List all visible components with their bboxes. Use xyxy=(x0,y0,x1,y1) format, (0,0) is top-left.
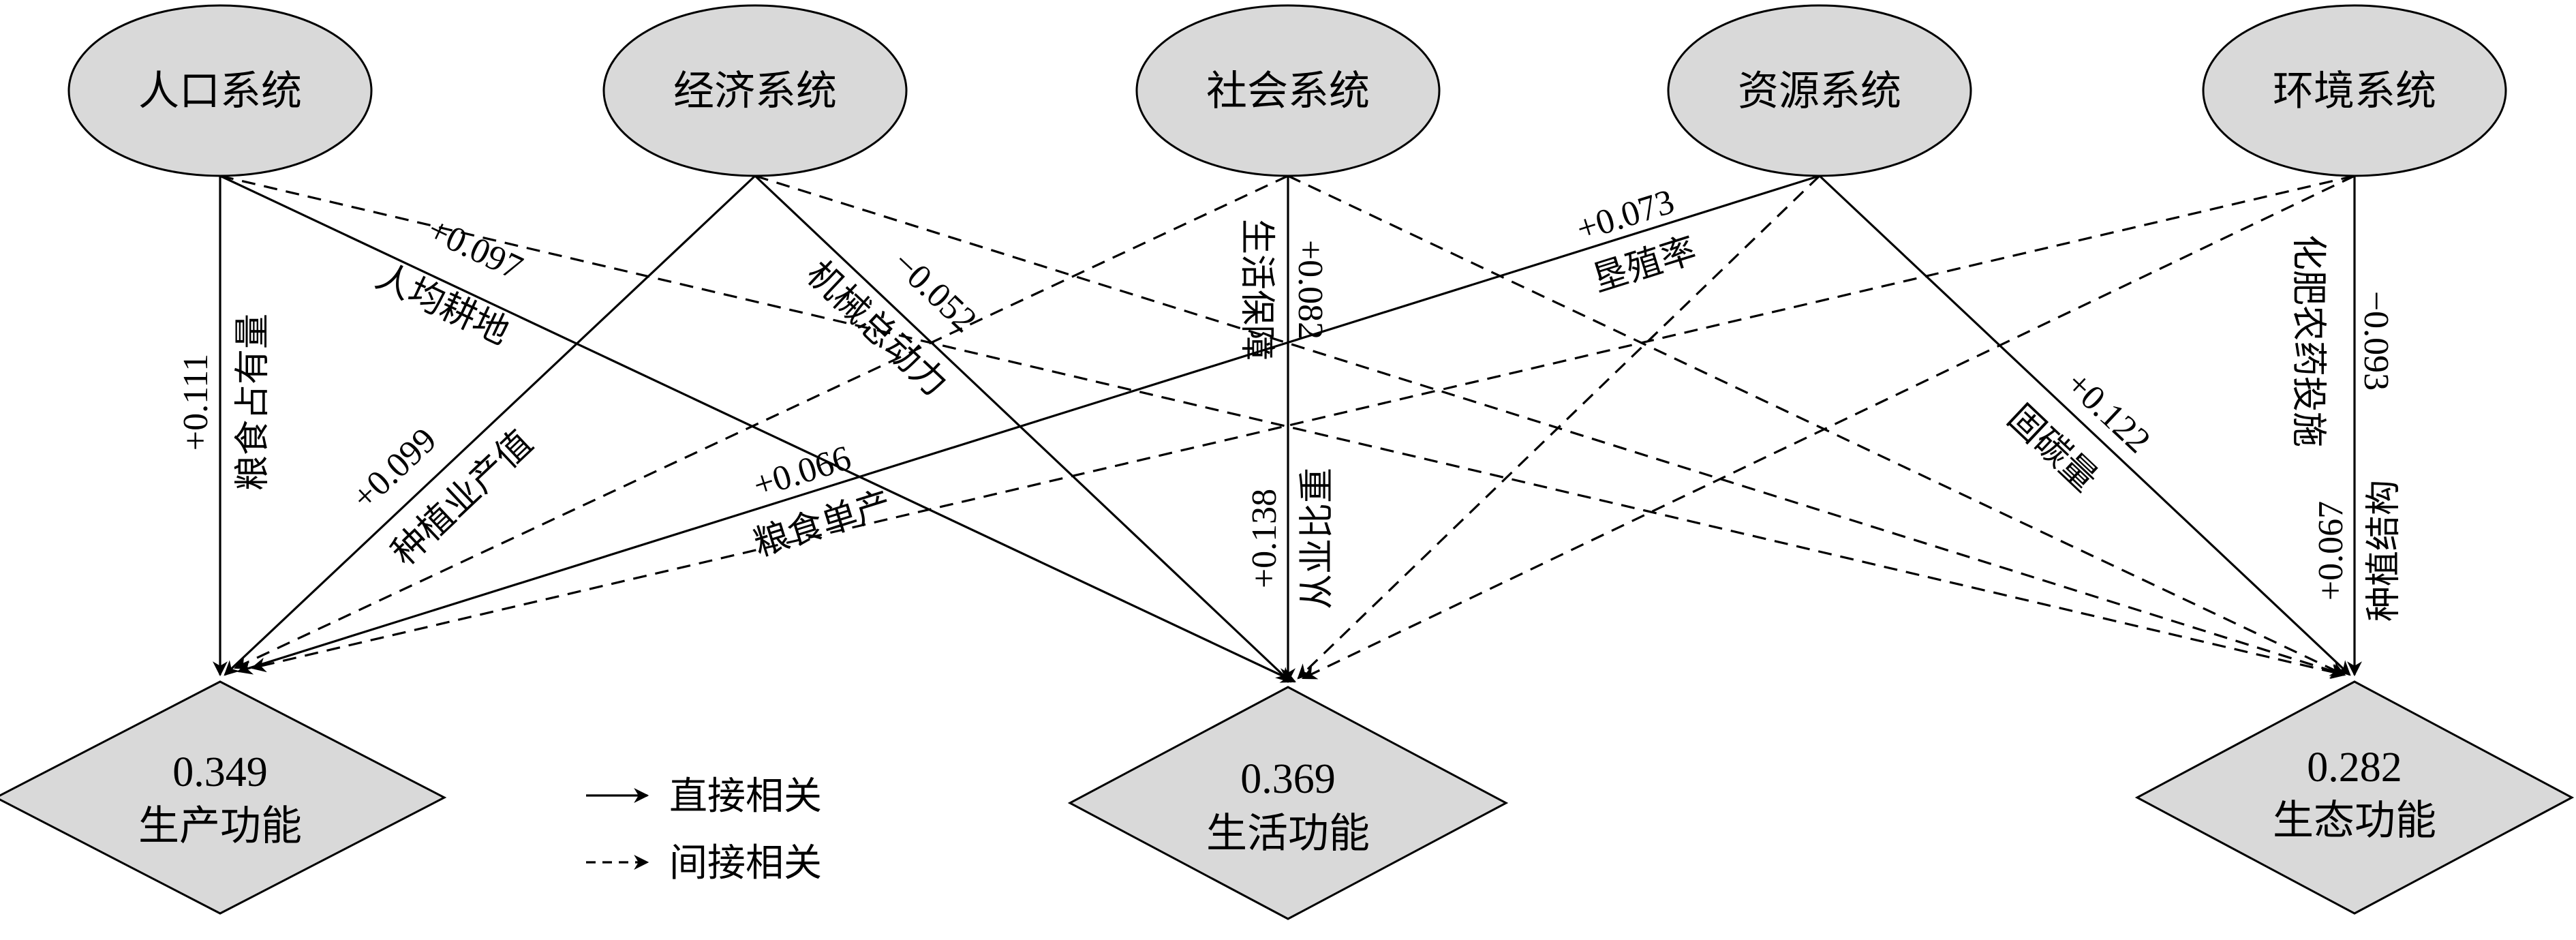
edge-resources-production xyxy=(236,175,1820,675)
system-society: 社会系统 xyxy=(1135,4,1441,177)
edge-coef-environment-ecology-upper: −0.093 xyxy=(2357,291,2395,391)
edge-society-production xyxy=(234,175,1289,669)
edge-economy-ecology xyxy=(754,175,2346,678)
system-population: 人口系统 xyxy=(67,4,373,177)
function-production-value: 0.349 xyxy=(172,749,268,795)
function-living-label: 生活功能 xyxy=(1206,810,1370,858)
system-society-label: 社会系统 xyxy=(1206,67,1370,115)
function-production-label: 生产功能 xyxy=(138,802,302,850)
legend-direct-label: 直接相关 xyxy=(669,774,822,819)
edge-population-living xyxy=(219,175,1296,683)
edge-name-society-living-lower: 从业比重 xyxy=(1297,468,1338,609)
function-production: 0.349 生产功能 xyxy=(0,680,447,915)
function-ecology-value: 0.282 xyxy=(2307,744,2402,791)
legend-indirect-label: 间接相关 xyxy=(669,841,822,885)
system-environment: 环境系统 xyxy=(2202,4,2507,177)
edge-name-environment-ecology-lower: 种植结构 xyxy=(2363,480,2404,622)
edge-labels-layer: +0.111 粮食占有量 +0.097 人均耕地 +0.099 种植业产值 −0… xyxy=(177,182,2404,622)
edge-name-environment-ecology-upper: 化肥农药投施 xyxy=(2288,234,2329,447)
edge-society-ecology xyxy=(1287,175,2346,676)
edge-resources-living xyxy=(1297,175,1821,680)
system-economy: 经济系统 xyxy=(602,4,908,177)
functions-layer: 0.349 生产功能 0.369 生活功能 0.282 生态功能 xyxy=(0,680,2575,920)
edge-name-population-production: 粮食占有量 xyxy=(232,314,273,491)
edges-layer xyxy=(213,175,2362,684)
edge-population-ecology xyxy=(219,175,2346,680)
edge-coef-society-living-upper: +0.082 xyxy=(1291,240,1330,339)
edge-environment-living xyxy=(1302,175,2355,680)
systems-layer: 人口系统 经济系统 社会系统 资源系统 环境系统 xyxy=(67,4,2507,177)
system-environment-label: 环境系统 xyxy=(2273,67,2436,115)
edge-environment-production xyxy=(250,175,2355,673)
edge-coef-society-living-lower: +0.138 xyxy=(1245,489,1284,588)
edge-coef-population-production: +0.111 xyxy=(177,354,215,451)
edge-name-society-living-upper: 生活保障 xyxy=(1236,219,1277,361)
edge-economy-living xyxy=(754,175,1291,683)
edge-coef-population-living: +0.097 xyxy=(422,210,529,288)
function-ecology: 0.282 生态功能 xyxy=(2134,680,2575,915)
legend: 直接相关 间接相关 xyxy=(586,774,822,885)
edge-economy-production xyxy=(224,175,756,676)
function-ecology-label: 生态功能 xyxy=(2273,797,2436,845)
system-economy-label: 经济系统 xyxy=(673,67,837,115)
system-resources-label: 资源系统 xyxy=(1738,67,1901,115)
system-population-label: 人口系统 xyxy=(138,67,302,115)
function-living: 0.369 生活功能 xyxy=(1067,686,1509,920)
edge-resources-ecology xyxy=(1818,175,2351,676)
system-resources: 资源系统 xyxy=(1667,4,1972,177)
function-living-value: 0.369 xyxy=(1240,756,1336,802)
edge-coef-environment-ecology-lower: +0.067 xyxy=(2312,501,2350,601)
